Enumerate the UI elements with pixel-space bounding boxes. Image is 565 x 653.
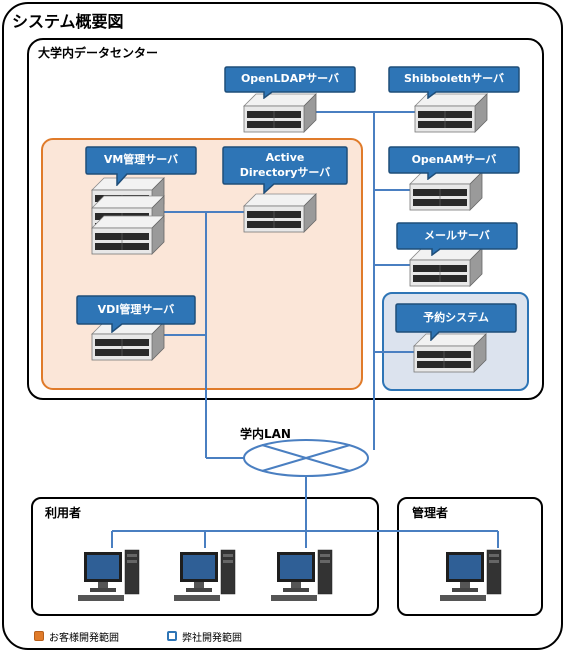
user-pc-icon-2 <box>173 549 236 602</box>
campus-lan-label: 学内LAN <box>240 427 291 441</box>
user-pc-icon-1 <box>77 549 140 602</box>
diagram-title: システム概要図 <box>12 12 124 31</box>
openldap-server-icon <box>243 93 317 133</box>
openldap-label-callout: OpenLDAPサーバ <box>224 66 356 99</box>
legend-ours-label: 弊社開発範囲 <box>182 633 242 644</box>
ad-label-line2: Directoryサーバ <box>239 165 331 179</box>
datacenter-label: 大学内データセンター <box>38 46 159 60</box>
legend-ours-swatch <box>167 631 177 641</box>
openam-label: OpenAMサーバ <box>411 152 497 166</box>
admin-pc-icon <box>439 549 502 602</box>
shibboleth-label-callout: Shibbolethサーバ <box>388 66 520 99</box>
network-cables <box>111 111 499 548</box>
ad-label-line1: Active <box>265 151 305 165</box>
vm-label: VM管理サーバ <box>103 152 179 166</box>
mail-label-callout: メールサーバ <box>396 222 518 256</box>
reservation-label: 予約システム <box>423 310 489 324</box>
campus-lan-icon <box>243 439 369 477</box>
legend-customer-label: お客様開発範囲 <box>49 633 119 644</box>
vm-label-callout: VM管理サーバ <box>85 146 197 186</box>
vm-server-icon-3 <box>91 215 165 255</box>
openam-label-callout: OpenAMサーバ <box>388 146 520 180</box>
ad-server-icon <box>243 193 317 233</box>
users-label: 利用者 <box>45 506 82 520</box>
users-group <box>31 497 379 616</box>
reservation-label-callout: 予約システム <box>395 303 517 341</box>
mail-label: メールサーバ <box>424 228 490 242</box>
legend-customer-swatch <box>34 631 44 641</box>
vdi-label-callout: VDI管理サーバ <box>76 295 196 333</box>
openldap-label: OpenLDAPサーバ <box>240 72 340 86</box>
vdi-label: VDI管理サーバ <box>97 302 175 316</box>
shibboleth-label: Shibbolethサーバ <box>403 72 505 86</box>
ad-label-callout: Active Directoryサーバ <box>222 146 348 194</box>
admins-group <box>397 497 543 616</box>
admins-label: 管理者 <box>412 506 449 520</box>
shibboleth-server-icon <box>414 93 488 133</box>
datacenter-group <box>27 38 544 400</box>
user-pc-icon-3 <box>270 549 333 602</box>
